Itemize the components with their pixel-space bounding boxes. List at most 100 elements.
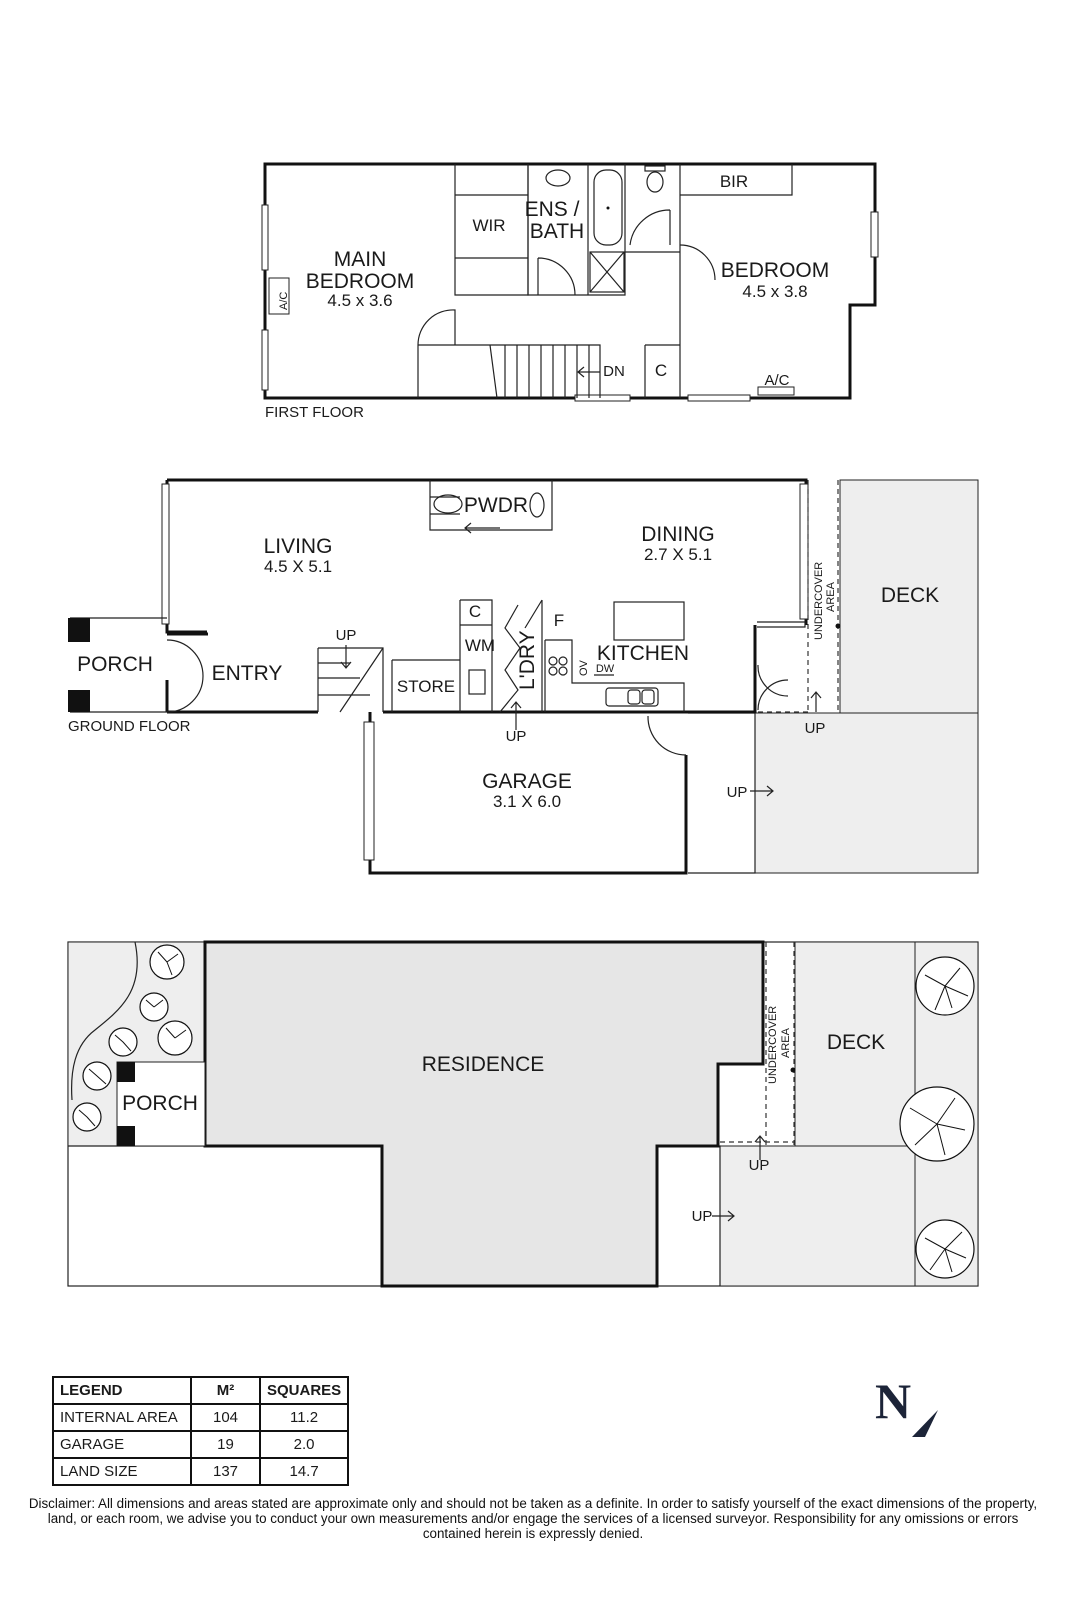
laundry-wall (524, 599, 543, 712)
bir-label: BIR (720, 172, 748, 191)
porch-pillar (117, 1062, 135, 1082)
legend-cell: 2.0 (258, 1430, 350, 1459)
up-arrow (754, 1135, 766, 1160)
first-floor-title: FIRST FLOOR (265, 404, 364, 421)
legend-header-row: LEGEND M² SQUARES (52, 1376, 350, 1405)
ground-stairs (317, 647, 384, 712)
site-deck-label: DECK (827, 1031, 885, 1054)
ac-unit (268, 277, 290, 315)
wir-shelves (455, 194, 528, 259)
window (870, 211, 879, 258)
yard-area (754, 712, 979, 874)
entry-label: ENTRY (212, 662, 283, 685)
sink (605, 687, 659, 707)
legend-cell: INTERNAL AREA (52, 1403, 192, 1432)
ac-unit (757, 386, 795, 396)
oven-label: OV (578, 659, 590, 676)
dn-arrow (577, 366, 600, 378)
sink-bowl (641, 689, 655, 705)
main-bedroom-label: MAIN (334, 248, 387, 271)
washer (468, 669, 486, 695)
powder-steps (430, 496, 460, 515)
north-label: N (875, 1373, 912, 1429)
laundry-label: L'DRY (516, 630, 539, 690)
fridge-label: F (554, 611, 564, 630)
post (835, 623, 841, 629)
up-arrow (510, 701, 522, 730)
bedroom-label: BEDROOM (721, 259, 830, 282)
undercover-label-2: AREA (825, 581, 837, 612)
bir-cupboard (680, 164, 793, 196)
porch-pillar (68, 690, 90, 712)
legend-cell: 104 (190, 1403, 261, 1432)
disclaimer-text: Disclaimer: All dimensions and areas sta… (28, 1496, 1038, 1541)
legend-row: LAND SIZE 137 14.7 (52, 1457, 350, 1486)
legend-cell: 11.2 (258, 1403, 350, 1432)
north-arrow-icon (912, 1410, 938, 1437)
main-bedroom-dims: 4.5 x 3.6 (327, 291, 392, 310)
tree-branches (78, 951, 969, 1273)
garden-path (71, 941, 138, 1101)
window (799, 483, 809, 620)
stair-void (417, 344, 601, 398)
cupboard-c (644, 344, 680, 398)
legend-header: M² (190, 1376, 261, 1405)
door-swing (417, 309, 456, 346)
wir-label: WIR (472, 216, 505, 235)
first-floor-outer-wall (263, 162, 877, 400)
yard-up-label: UP (727, 784, 748, 801)
bath-drain (606, 206, 610, 210)
sink-bowl (627, 689, 641, 705)
cooktop (558, 656, 568, 666)
window (574, 394, 631, 402)
site-yard-up-label: UP (692, 1208, 713, 1225)
site-deck (794, 941, 916, 1147)
kitchen-label: KITCHEN (597, 642, 689, 665)
legend-row: GARAGE 19 2.0 (52, 1430, 350, 1459)
porch-pillar (68, 618, 90, 642)
site-undercover-label: UNDERCOVER (767, 1006, 779, 1084)
door-swing (679, 244, 716, 281)
dishwasher-label: DW (596, 663, 615, 675)
first-floor-stairs (489, 344, 590, 399)
porch-pillar (117, 1126, 135, 1146)
undercover-outline (755, 480, 839, 713)
cupboard-label: C (655, 361, 667, 380)
site-undercover-label-2: AREA (780, 1027, 792, 1058)
legend-cell: LAND SIZE (52, 1457, 192, 1486)
ensuite-walls (527, 164, 680, 296)
residence-footprint (203, 940, 765, 1288)
legend-cell: 19 (190, 1430, 261, 1459)
site-undercover (720, 942, 795, 1146)
powder-room (429, 480, 553, 531)
legend-cell: GARAGE (52, 1430, 192, 1459)
dining-label: DINING (641, 523, 715, 546)
garage-label: GARAGE (482, 770, 572, 793)
living-label: LIVING (264, 535, 333, 558)
shower (589, 251, 625, 293)
ensuite-label: ENS / (525, 198, 580, 221)
cooktop (558, 666, 568, 676)
cooktop (548, 666, 558, 676)
toilet (646, 171, 664, 193)
entry-door-swing (166, 639, 204, 713)
ensuite-label-2: BATH (530, 220, 584, 243)
deck-up-label: UP (805, 720, 826, 737)
door-swing (537, 257, 576, 296)
garage-dims: 3.1 X 6.0 (493, 792, 561, 811)
post (790, 1067, 796, 1073)
legend-header: SQUARES (258, 1376, 350, 1405)
pwdr-label: PWDR (464, 494, 528, 517)
window (687, 394, 751, 402)
window (161, 483, 170, 625)
ground-floor-title: GROUND FLOOR (68, 718, 191, 735)
door-swing (647, 715, 687, 756)
store-label: STORE (397, 677, 455, 696)
garage-door (363, 721, 375, 861)
undercover-label: UNDERCOVER (813, 562, 825, 640)
kitchen-island (613, 601, 685, 641)
store-laundry-walls (391, 599, 493, 712)
up-arrow (810, 691, 822, 712)
dining-dims: 2.7 X 5.1 (644, 545, 712, 564)
